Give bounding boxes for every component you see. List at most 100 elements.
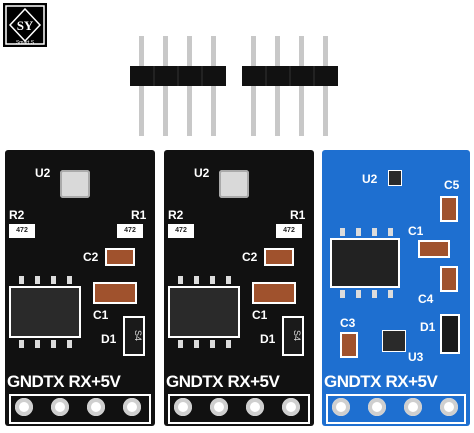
pin-labels-row: GNDTX RX+5V xyxy=(166,372,314,392)
solder-pad-rx xyxy=(246,398,264,416)
resistor-r1: 472 xyxy=(276,224,302,238)
solder-pad-5v xyxy=(282,398,300,416)
ic-pin xyxy=(226,276,231,284)
header-pins-left xyxy=(130,36,226,136)
ic-pin xyxy=(67,340,72,348)
label-c1: C1 xyxy=(93,308,109,322)
pin-label-rx: RX xyxy=(227,372,251,391)
label-d1: D1 xyxy=(260,332,276,346)
diode-d1: S4 xyxy=(282,316,304,356)
pin-label-5v: +5V xyxy=(91,372,121,391)
ic-pin xyxy=(210,276,215,284)
capacitor-c2 xyxy=(264,248,294,266)
ic-pin xyxy=(51,276,56,284)
solder-pad-rx xyxy=(87,398,105,416)
pin-label-tx: TX xyxy=(360,372,382,391)
pcb-board-2: U2 R2 472 R1 472 C2 C1 D1 S4 GNDTX RX+5V xyxy=(164,150,314,426)
label-c2: C2 xyxy=(242,250,258,264)
ic-pin xyxy=(67,276,72,284)
ic-pin xyxy=(194,340,199,348)
label-c1: C1 xyxy=(408,224,424,238)
ic-pin xyxy=(210,340,215,348)
capacitor-c5 xyxy=(440,196,458,222)
ic-pin xyxy=(356,290,361,298)
label-c2: C2 xyxy=(83,250,99,264)
label-r2: R2 xyxy=(168,208,184,222)
resistor-r2: 472 xyxy=(168,224,194,238)
solder-pad-tx xyxy=(51,398,69,416)
pin-label-5v: +5V xyxy=(250,372,280,391)
regulator-u3 xyxy=(382,330,406,352)
ic-pin xyxy=(194,276,199,284)
label-r1: R1 xyxy=(290,208,306,222)
ic-pin xyxy=(19,276,24,284)
solder-pad-rx xyxy=(404,398,422,416)
label-c4: C4 xyxy=(418,292,434,306)
ic-pin xyxy=(35,276,40,284)
pin-label-tx: TX xyxy=(43,372,65,391)
pad-row xyxy=(326,394,466,424)
pin-label-rx: RX xyxy=(385,372,409,391)
resistor-r1: 472 xyxy=(117,224,143,238)
solder-pad-gnd xyxy=(15,398,33,416)
label-u2: U2 xyxy=(194,166,210,180)
header-pins-right xyxy=(242,36,338,136)
pin-label-5v: +5V xyxy=(408,372,438,391)
label-c3: C3 xyxy=(340,316,356,330)
soic-chip xyxy=(330,238,400,288)
diode-d1: S4 xyxy=(123,316,145,356)
svg-text:SY: SY xyxy=(17,18,34,33)
ic-pin xyxy=(226,340,231,348)
pin-labels-row: GNDTX RX+5V xyxy=(324,372,470,392)
capacitor-c1 xyxy=(418,240,450,258)
ic-pin xyxy=(19,340,24,348)
label-u2: U2 xyxy=(35,166,51,180)
svg-text:Smart S: Smart S xyxy=(16,40,35,46)
capacitor-c2 xyxy=(105,248,135,266)
ic-pin xyxy=(356,228,361,236)
label-r2: R2 xyxy=(9,208,25,222)
ic-pin xyxy=(340,290,345,298)
label-d1: D1 xyxy=(420,320,436,334)
ic-pin xyxy=(388,228,393,236)
small-chip-u2 xyxy=(388,170,402,186)
ic-pin xyxy=(372,290,377,298)
solder-pad-tx xyxy=(210,398,228,416)
pad-row xyxy=(168,394,310,424)
solder-pad-tx xyxy=(368,398,386,416)
sensor-chip xyxy=(60,170,90,198)
solder-pad-5v xyxy=(123,398,141,416)
diode-d1 xyxy=(440,314,460,354)
label-r1: R1 xyxy=(131,208,147,222)
label-u3: U3 xyxy=(408,350,424,364)
pcb-board-1: U2 R2 472 R1 472 C2 C1 D1 S4 GNDTX RX+5V xyxy=(5,150,155,426)
capacitor-c1 xyxy=(252,282,296,304)
soic-chip xyxy=(168,286,240,338)
brand-logo: SY Smart S xyxy=(3,3,47,47)
ic-pin xyxy=(51,340,56,348)
pin-label-rx: RX xyxy=(68,372,92,391)
solder-pad-gnd xyxy=(174,398,192,416)
capacitor-c1 xyxy=(93,282,137,304)
resistor-r2: 472 xyxy=(9,224,35,238)
label-d1: D1 xyxy=(101,332,117,346)
capacitor-c4 xyxy=(440,266,458,292)
pin-label-gnd: GND xyxy=(7,372,44,391)
soic-chip xyxy=(9,286,81,338)
ic-pin xyxy=(372,228,377,236)
capacitor-c3 xyxy=(340,332,358,358)
ic-pin xyxy=(388,290,393,298)
label-c1: C1 xyxy=(252,308,268,322)
ic-pin xyxy=(35,340,40,348)
label-c5: C5 xyxy=(444,178,460,192)
pin-label-gnd: GND xyxy=(324,372,361,391)
solder-pad-gnd xyxy=(332,398,350,416)
pin-label-tx: TX xyxy=(202,372,224,391)
label-u2: U2 xyxy=(362,172,378,186)
pin-label-gnd: GND xyxy=(166,372,203,391)
ic-pin xyxy=(340,228,345,236)
ic-pin xyxy=(178,340,183,348)
pcb-board-3: U2 C5 C1 C4 C3 U3 D1 GNDTX RX+5V xyxy=(322,150,470,426)
sensor-chip xyxy=(219,170,249,198)
ic-pin xyxy=(178,276,183,284)
